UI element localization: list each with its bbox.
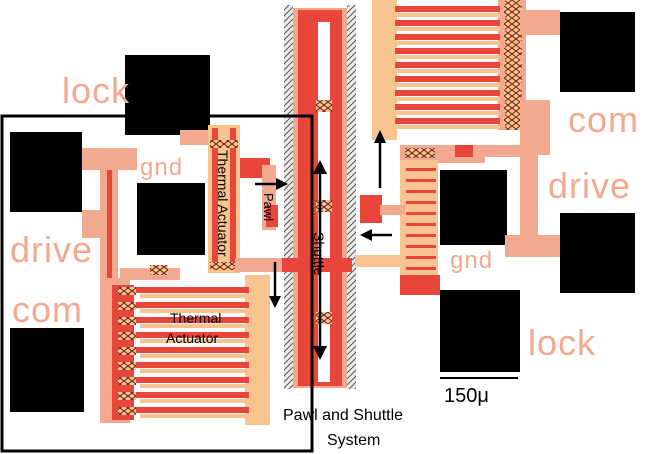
lock-pad-top (125, 55, 210, 135)
label-pawl-shuttle-2: System (327, 432, 380, 449)
label-thermal-actuator-vertical: Thermal Actuator (215, 150, 231, 257)
label-shuttle: Shuttle (311, 232, 327, 276)
gnd-pad-left (137, 183, 205, 255)
label-drive-left: drive (10, 229, 93, 270)
label-pawl: Pawl (261, 193, 276, 221)
annotation-box (0, 114, 314, 453)
thermal-actuator-lower (100, 275, 270, 425)
lock-pad-right (440, 290, 520, 372)
label-thermal-actuator-lower-2: Actuator (166, 330, 218, 346)
label-lock-right: lock (528, 322, 596, 363)
bond-pads (10, 12, 635, 412)
drive-pad-left (10, 132, 82, 212)
com-pad-right (560, 12, 635, 92)
scale-bar-label: 150μ (444, 385, 489, 407)
label-lock-top: lock (62, 70, 130, 111)
label-com-left: com (12, 289, 83, 330)
label-pawl-shuttle-1: Pawl and Shuttle (283, 407, 403, 424)
gnd-pad-right (440, 170, 507, 245)
label-gnd-right: gnd (450, 247, 493, 274)
right-actuators (355, 0, 560, 295)
label-com-right: com (568, 99, 639, 140)
thermal-actuator-vertical (208, 125, 352, 273)
com-pad-left (10, 328, 84, 412)
drive-pad-right (560, 213, 635, 293)
motion-arrows (255, 130, 392, 360)
label-thermal-actuator-lower-1: Thermal (170, 310, 221, 326)
label-drive-right: drive (548, 165, 631, 206)
label-gnd-left: gnd (140, 154, 183, 181)
